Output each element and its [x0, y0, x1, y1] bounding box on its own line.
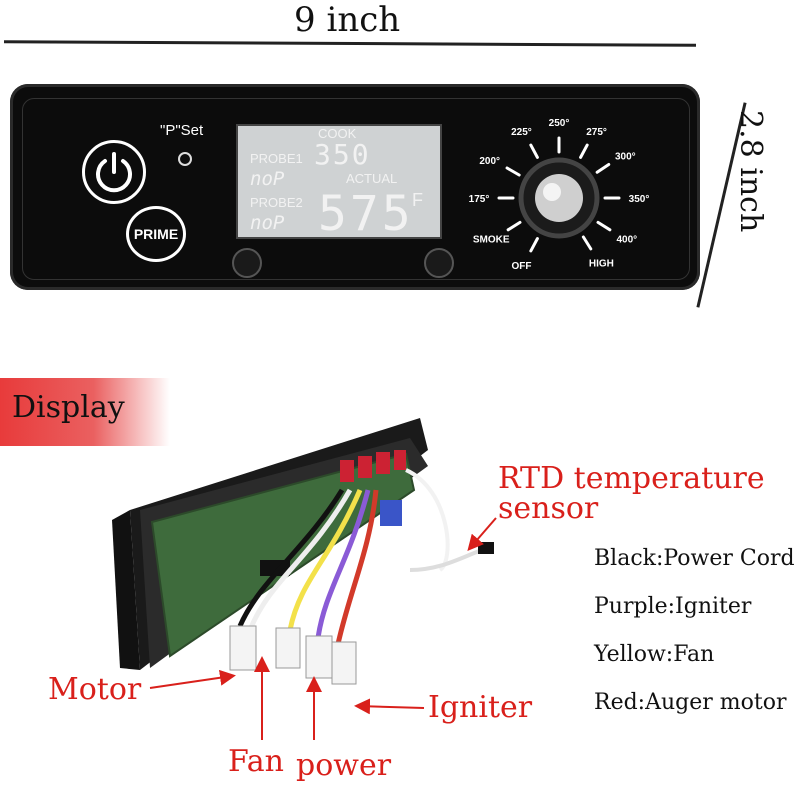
lcd-probe2-value: noP: [250, 212, 285, 234]
white-wire: [247, 488, 353, 631]
igniter-callout: Igniter: [428, 690, 533, 725]
lcd-display: [236, 124, 442, 239]
dial-label: 225°: [511, 127, 532, 138]
legend-item: Yellow:Fan: [594, 642, 715, 667]
dial-label: 200°: [479, 156, 500, 167]
motor-connector: [229, 625, 257, 671]
relay-3: [376, 452, 390, 474]
circuit-board-outline: [150, 452, 416, 658]
fan-callout: Fan: [228, 744, 284, 779]
dial-label: OFF: [511, 261, 531, 272]
prime-button[interactable]: PRIME: [126, 206, 186, 262]
dial-label: 300°: [615, 152, 636, 163]
rtd-arrow: [467, 517, 497, 552]
legend-item: Purple:Igniter: [594, 594, 752, 619]
power-icon: [96, 152, 132, 193]
dial-label: SMOKE: [473, 234, 510, 245]
controller-panel-bezel: [22, 98, 690, 280]
power-button[interactable]: [82, 140, 146, 204]
dial-tick: [529, 143, 539, 159]
right-selector-knob[interactable]: [424, 248, 454, 278]
housing-side: [112, 510, 140, 670]
black-wire: [237, 488, 345, 627]
lcd-probe1-label: PROBE1: [250, 151, 303, 166]
legend-item: Black:Power Cord: [594, 546, 795, 571]
legend-item: Red:Auger motor: [594, 690, 787, 715]
power-callout: power: [296, 748, 392, 783]
motor-arrow: [149, 669, 236, 689]
yellow-wire: [287, 489, 363, 631]
pset-led-button[interactable]: [178, 152, 192, 166]
display-section-badge: [0, 378, 170, 446]
lcd-probe1-value: noP: [250, 168, 285, 190]
rtd-callout: RTD temperature sensor: [498, 464, 765, 524]
dial-label: 250°: [549, 118, 570, 129]
dial-tick: [506, 220, 522, 232]
power-connector: [305, 635, 333, 679]
lcd-set-temp: 350: [314, 138, 371, 171]
red-wire: [335, 489, 379, 645]
controller-back-photo: [112, 418, 494, 685]
temperature-dial[interactable]: 225° 250° 275° 300° 350° 400° HIGH OFF SMOKE 175°…: [456, 112, 668, 282]
dial-tick: [581, 235, 593, 251]
dial-label: 275°: [586, 127, 607, 138]
width-dimension-label: 9 inch: [294, 0, 401, 40]
dial-tick: [595, 162, 611, 174]
dial-label: 350°: [629, 194, 650, 205]
dial-label: HIGH: [589, 258, 614, 269]
display-section-label: Display: [12, 390, 125, 425]
pset-label: "P"Set: [160, 122, 204, 139]
rtd-sensor-lead: [409, 548, 483, 572]
blue-terminal-block: [380, 500, 402, 526]
relay-1: [340, 460, 354, 482]
dial-label: 175°: [469, 194, 490, 205]
relay-4: [394, 450, 406, 470]
lcd-probe2-label: PROBE2: [250, 195, 303, 210]
relay-2: [358, 456, 372, 478]
lcd-cook-label: COOK: [318, 126, 357, 141]
rtd-callout-line2: sensor: [498, 491, 599, 526]
fan-connector: [275, 627, 301, 669]
left-selector-knob[interactable]: [232, 248, 262, 278]
igniter-connector: [331, 641, 357, 685]
igniter-arrow: [354, 698, 425, 715]
dial-tick: [579, 143, 589, 159]
motor-callout: Motor: [48, 672, 142, 707]
dial-tick: [596, 220, 612, 232]
dial-knob-highlight: [543, 183, 561, 201]
purple-wire: [315, 489, 371, 639]
dial-tick: [529, 237, 539, 253]
dial-tick: [505, 166, 521, 177]
lcd-actual-temp: 575: [318, 186, 414, 242]
lcd-actual-label: ACTUAL: [346, 171, 398, 186]
lcd-unit: F: [412, 190, 423, 210]
dial-label: 400°: [617, 234, 638, 245]
rtd-callout-line1: RTD temperature: [498, 461, 765, 496]
